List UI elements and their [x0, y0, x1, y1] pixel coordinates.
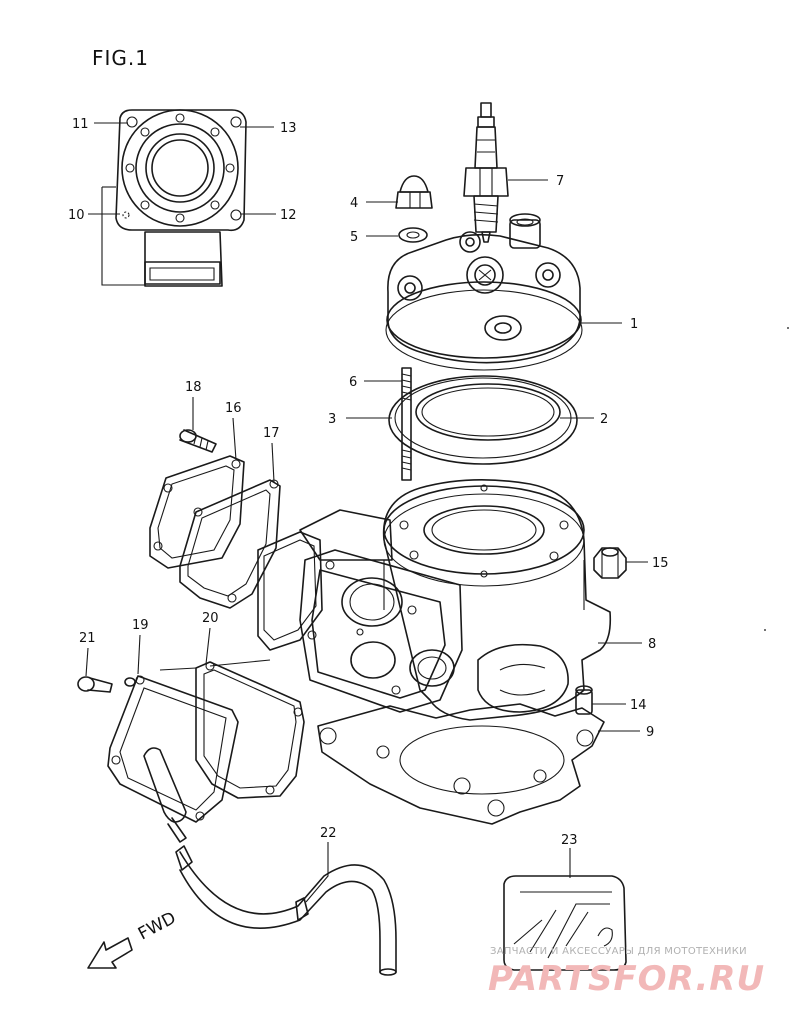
washer	[398, 227, 428, 243]
callout-16: 16	[225, 401, 242, 416]
callout-12: 12	[280, 208, 297, 223]
bolt-18	[179, 429, 217, 453]
callout-18: 18	[185, 380, 202, 395]
flange-nut	[593, 547, 627, 579]
stray-dot	[764, 629, 766, 631]
callout-5: 5	[350, 230, 358, 245]
spark-plug	[463, 102, 509, 243]
head-gasket-outer	[388, 375, 578, 465]
callout-4: 4	[350, 196, 358, 211]
callout-19: 19	[132, 618, 149, 633]
callout-20: 20	[202, 611, 219, 626]
head-gasket-inset	[101, 109, 247, 287]
cap-nut	[395, 175, 433, 209]
callout-23: 23	[561, 833, 578, 848]
stud-bolt	[401, 367, 412, 481]
figure-title: FIG.1	[92, 46, 149, 70]
callout-10: 10	[68, 208, 85, 223]
callout-3: 3	[328, 412, 336, 427]
callout-2: 2	[600, 412, 608, 427]
forward-direction-arrow	[87, 937, 133, 969]
reed-spacer	[257, 531, 323, 651]
callout-17: 17	[263, 426, 280, 441]
cover-gasket-20	[195, 661, 305, 799]
callout-numbers: 1 2 3 4 5 6 7 8 9 10 11 12 13 14 15 16 1…	[68, 117, 669, 848]
callout-1: 1	[630, 317, 638, 332]
reed-cover	[107, 675, 239, 843]
callout-22: 22	[320, 826, 337, 841]
forward-label: FWD	[135, 908, 179, 944]
cylinder-head	[385, 213, 583, 371]
leader-lines	[85, 122, 648, 903]
dowel-pin	[575, 685, 593, 715]
watermark-brand: PARTSFOR.RU	[488, 959, 765, 999]
callout-21: 21	[79, 631, 96, 646]
callout-14: 14	[630, 698, 647, 713]
caution-label	[503, 875, 627, 971]
callout-15: 15	[652, 556, 669, 571]
callout-6: 6	[349, 375, 357, 390]
screw-21	[77, 676, 136, 693]
callout-7: 7	[556, 174, 564, 189]
head-gasket-inner	[415, 383, 561, 441]
base-gasket	[317, 703, 605, 825]
watermark-tagline: ЗАПЧАСТИ И АКСЕССУАРЫ ДЛЯ МОТОТЕХНИКИ	[490, 946, 747, 957]
stray-dot	[787, 327, 789, 329]
breather-hose	[175, 845, 397, 976]
watermark: ЗАПЧАСТИ И АКСЕССУАРЫ ДЛЯ МОТОТЕХНИКИ PA…	[488, 946, 765, 999]
callout-13: 13	[280, 121, 297, 136]
callout-11: 11	[72, 117, 89, 132]
callout-8: 8	[648, 637, 656, 652]
cylinder-block	[299, 479, 612, 721]
callout-9: 9	[646, 725, 654, 740]
